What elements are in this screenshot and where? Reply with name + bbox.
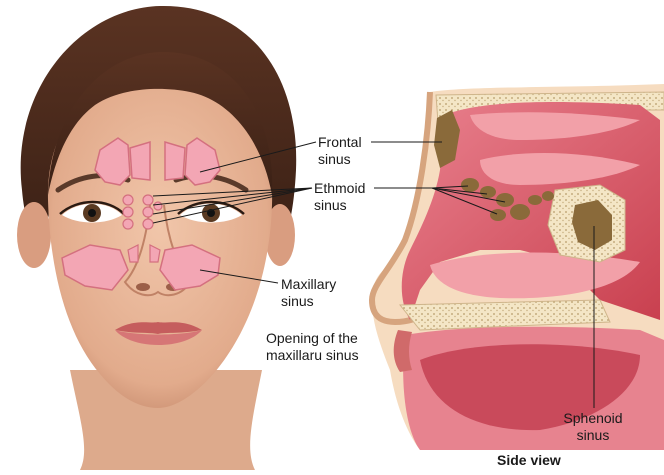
frontal-sinus-label: Frontal sinus — [318, 134, 362, 168]
sphenoid-sinus-label-line2: sinus — [553, 427, 633, 444]
frontal-sinus-label-line2: sinus — [318, 151, 362, 168]
opening-maxillary-label-line2: maxillaru sinus — [266, 347, 359, 364]
left-ear — [17, 202, 51, 268]
face — [48, 76, 272, 408]
frontal-sinus-label-line1: Frontal — [318, 134, 362, 151]
opening-maxillary-label-line1: Opening of the — [266, 330, 359, 347]
ethmoid-sinus-label: Ethmoid sinus — [314, 180, 365, 214]
sphenoid-sinus-label-line1: Sphenoid — [553, 410, 633, 427]
maxillary-sinus-label: Maxillary sinus — [281, 276, 336, 310]
ethmoid-sinus-label-line2: sinus — [314, 197, 365, 214]
side-view-caption: Side view — [497, 452, 561, 469]
front-face-illustration — [17, 6, 296, 470]
maxillary-sinus-label-line1: Maxillary — [281, 276, 336, 293]
sphenoid-sinus-label: Sphenoid sinus — [553, 410, 633, 444]
opening-maxillary-label: Opening of the maxillaru sinus — [266, 330, 359, 364]
side-view-illustration — [372, 84, 664, 450]
maxillary-sinus-label-line2: sinus — [281, 293, 336, 310]
ethmoid-sinus-label-line1: Ethmoid — [314, 180, 365, 197]
